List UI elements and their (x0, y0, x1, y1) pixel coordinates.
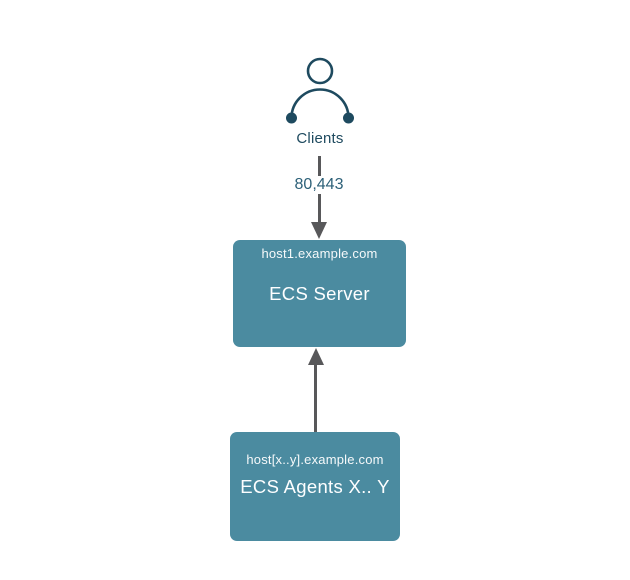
arrow-agents-to-server-line (314, 363, 317, 432)
arrow-down-head-icon (311, 222, 327, 239)
person-shoulders-arc (290, 88, 350, 119)
port-label-container: 80,443 (259, 176, 379, 194)
ecs-server-label: ECS Server (269, 282, 370, 304)
ecs-agents-label: ECS Agents X.. Y (240, 475, 390, 497)
person-left-hand-dot (286, 112, 297, 124)
clients-label: Clients (296, 130, 344, 147)
ecs-agents-node: host[x..y].example.com ECS Agents X.. Y (230, 432, 400, 541)
ecs-server-hostname: host1.example.com (261, 246, 378, 261)
person-right-hand-dot (343, 112, 354, 124)
ecs-agents-hostname: host[x..y].example.com (246, 452, 384, 467)
person-head (306, 57, 334, 85)
arrow-up-head-icon (308, 348, 324, 365)
person-icon (286, 57, 354, 124)
port-label: 80,443 (291, 176, 347, 194)
ecs-server-node: host1.example.com ECS Server (233, 240, 406, 347)
